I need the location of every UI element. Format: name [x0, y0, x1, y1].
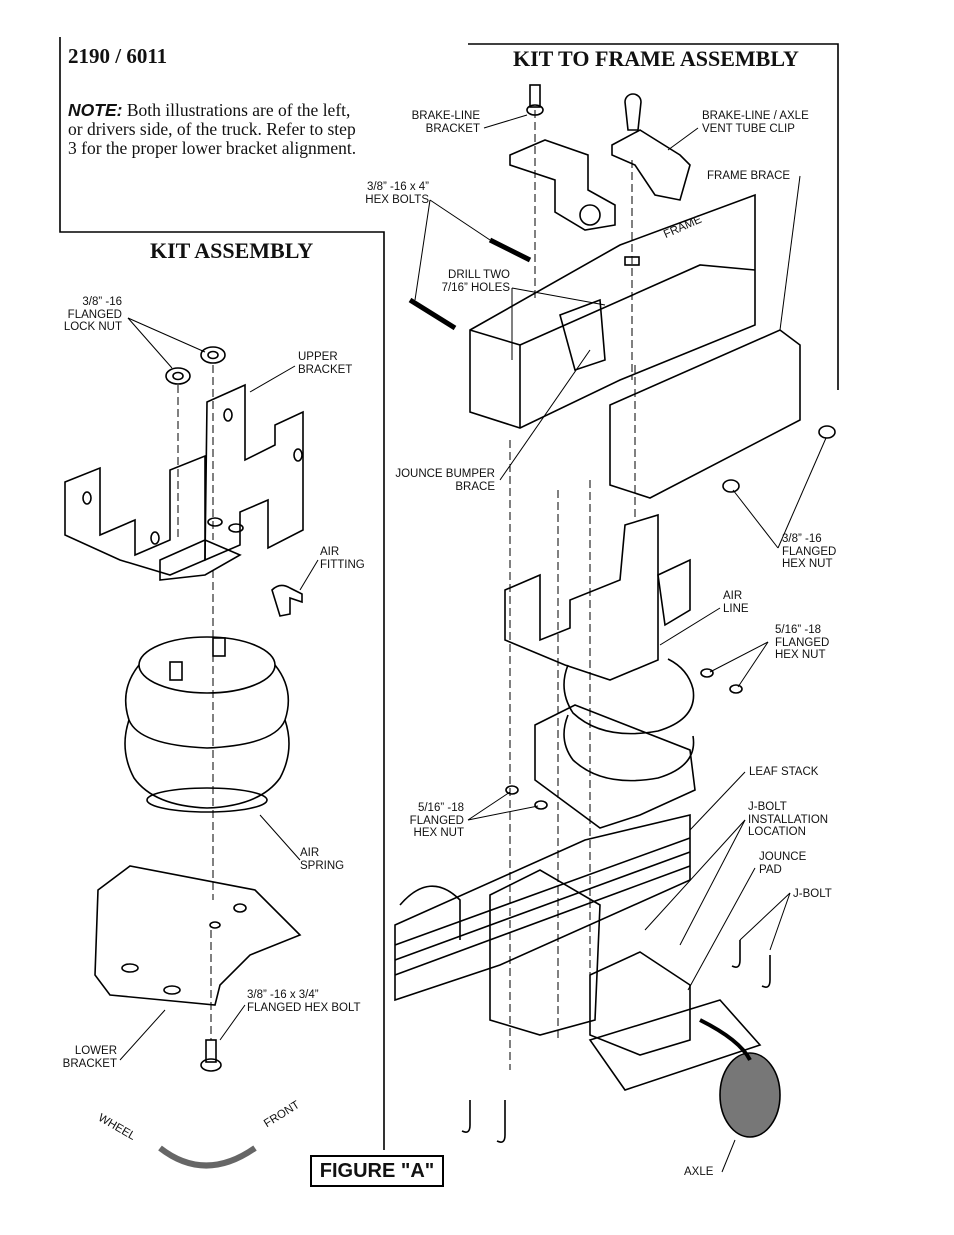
label-air-line: AIR LINE	[723, 590, 749, 615]
jounce-pad-drawing	[589, 951, 691, 1056]
label-air-fitting: AIR FITTING	[320, 546, 365, 571]
label-flanged-hex-nut-516-left: 5/16” -18 FLANGED HEX NUT	[409, 802, 464, 839]
figure-label: FIGURE "A"	[310, 1155, 444, 1187]
label-leaf-stack: LEAF STACK	[749, 766, 819, 778]
direction-arrow	[158, 1145, 257, 1169]
label-jbolt-location: J-BOLT INSTALLATION LOCATION	[748, 801, 829, 838]
spring-nut-1	[700, 668, 714, 678]
lock-nut-right	[200, 346, 226, 364]
label-brake-line-clip: BRAKE-LINE / AXLE VENT TUBE CLIP	[702, 110, 809, 135]
jounce-bumper-drawing	[559, 298, 606, 372]
label-lower-bracket: LOWER BRACKET	[62, 1045, 117, 1070]
frame-assembly-title: KIT TO FRAME ASSEMBLY	[513, 46, 799, 71]
frame-nut-2	[722, 479, 740, 493]
installed-air-spring-drawing	[563, 658, 695, 782]
label-flanged-hex-nut-38: 3/8” -16 FLANGED HEX NUT	[782, 533, 837, 570]
upper-bracket-drawing	[64, 383, 304, 581]
air-fitting-drawing	[271, 584, 303, 617]
axle-drawing	[588, 999, 781, 1138]
lower-bolt-drawing	[200, 1039, 222, 1072]
vent-tube-clip-drawing	[611, 93, 691, 201]
air-spring-drawing	[124, 636, 290, 813]
label-jounce-bumper-brace: JOUNCE BUMPER BRACE	[395, 468, 495, 493]
frame-nut-1	[818, 425, 836, 439]
label-hex-bolts: 3/8” -16 x 4” HEX BOLTS	[365, 181, 429, 206]
jbolts-drawing	[461, 940, 771, 1143]
label-air-spring: AIR SPRING	[300, 847, 345, 872]
top-right-border	[468, 43, 839, 390]
note-text: Both illustrations are of the left, or d…	[68, 100, 357, 158]
note-paragraph: NOTE: Both illustrations are of the left…	[68, 101, 368, 158]
label-jbolt: J-BOLT	[793, 888, 832, 900]
top-left-border	[59, 37, 385, 1150]
spring-nut-2	[729, 684, 743, 694]
lock-nut-left	[165, 367, 191, 385]
label-upper-bracket: UPPER BRACKET	[298, 351, 353, 376]
label-frame-brace: FRAME BRACE	[707, 170, 791, 182]
label-brake-line-bracket: BRAKE-LINE BRACKET	[411, 110, 480, 135]
hex-bolts-drawing	[408, 237, 532, 331]
label-drill-holes: DRILL TWO 7/16” HOLES	[441, 269, 510, 294]
strap-drawing	[489, 869, 601, 1036]
label-flanged-hex-bolt: 3/8” -16 x 3/4” FLANGED HEX BOLT	[247, 989, 361, 1014]
kit-assembly-title: KIT ASSEMBLY	[150, 238, 314, 263]
leaf-stack-drawing	[394, 813, 691, 1002]
lower-nut-1	[505, 785, 519, 795]
installed-upper-bracket-drawing	[504, 513, 691, 681]
lower-nut-2	[534, 800, 548, 810]
part-number: 2190 / 6011	[68, 44, 168, 68]
lower-bracket-drawing	[94, 865, 302, 1006]
label-axle: AXLE	[684, 1166, 714, 1178]
label-jounce-pad: JOUNCE PAD	[759, 851, 807, 876]
installed-lower-bracket-drawing	[534, 704, 696, 829]
brake-line-bracket-drawing	[509, 84, 616, 231]
label-flanged-lock-nut: 3/8” -16 FLANGED LOCK NUT	[63, 296, 122, 333]
label-flanged-hex-nut-516-right: 5/16” -18 FLANGED HEX NUT	[775, 624, 830, 661]
note-lead: NOTE:	[68, 100, 123, 120]
